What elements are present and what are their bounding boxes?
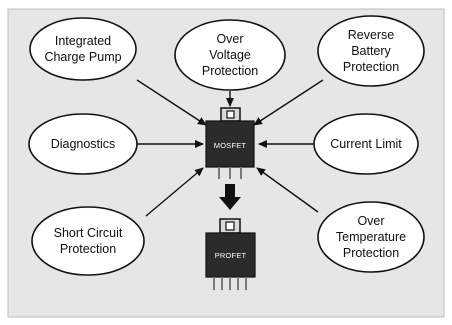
transform-arrow-shaft: [225, 184, 235, 198]
label-line: Temperature: [335, 230, 407, 244]
label-over-voltage-protection: Over Voltage Protection: [176, 21, 284, 89]
mosfet-chip: [205, 107, 255, 179]
label-line: Over: [357, 214, 385, 228]
label-short-circuit-protection: Short Circuit Protection: [32, 208, 144, 274]
label-line: Over: [216, 32, 244, 46]
ellipse-reverse-battery-protection: [317, 15, 425, 87]
label-line: Reverse: [347, 28, 395, 42]
transform-arrow-head: [219, 197, 241, 210]
label-over-temperature-protection: Over Temperature Protection: [318, 203, 424, 271]
label-line: Current Limit: [330, 137, 402, 151]
profet-chip-body: [205, 232, 256, 278]
ellipse-short-circuit-protection: [31, 206, 145, 276]
label-line: Diagnostics: [50, 137, 116, 151]
arrow-reverse-battery-protection: [253, 79, 324, 126]
label-reverse-battery-protection: Reverse Battery Protection: [318, 17, 424, 85]
label-line: Protection: [342, 246, 400, 260]
feature-arrows: [136, 79, 324, 217]
ellipse-diagnostics: [28, 113, 138, 175]
label-integrated-charge-pump: Integrated Charge Pump: [30, 19, 136, 79]
label-line: Protection: [59, 242, 117, 256]
label-line: Protection: [342, 60, 400, 74]
mosfet-chip-tab-hole: [226, 110, 235, 119]
label-line: Charge Pump: [44, 50, 122, 64]
arrow-integrated-charge-pump: [136, 79, 207, 126]
mosfet-label: MOSFET: [213, 140, 247, 150]
profet-chip: [205, 218, 256, 290]
label-line: Voltage: [209, 48, 251, 62]
profet-chip-tab-hole: [225, 221, 235, 231]
feature-ellipses: [28, 15, 425, 276]
profet-label: PROFET: [214, 250, 247, 260]
ellipse-over-temperature-protection: [317, 201, 425, 273]
label-line: Battery: [351, 44, 391, 58]
ellipse-over-voltage-protection: [174, 19, 286, 91]
ellipse-current-limit: [313, 113, 419, 175]
arrow-over-temperature-protection: [256, 167, 319, 213]
arrow-short-circuit-protection: [145, 167, 204, 217]
mosfet-chip-body: [205, 120, 255, 168]
label-diagnostics: Diagnostics: [30, 114, 136, 174]
label-current-limit: Current Limit: [314, 114, 418, 174]
transform-arrow: [219, 184, 241, 210]
label-line: Integrated: [54, 34, 112, 48]
ellipse-integrated-charge-pump: [29, 17, 137, 81]
label-line: Short Circuit: [53, 226, 123, 240]
label-line: Protection: [201, 64, 259, 78]
